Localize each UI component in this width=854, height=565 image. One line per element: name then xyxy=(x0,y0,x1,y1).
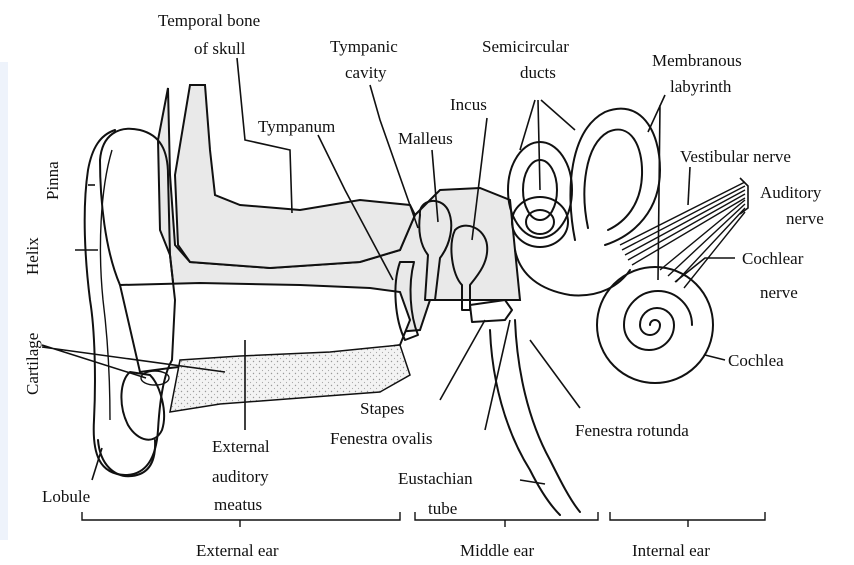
label-fenestra-rotunda: Fenestra rotunda xyxy=(575,421,689,440)
cochlea-outer xyxy=(597,267,713,383)
bone-upper-strip xyxy=(175,85,415,268)
label-membranous-labyrinth-1: Membranous xyxy=(652,51,742,70)
internal-ear-brace xyxy=(610,512,765,527)
label-cartilage: Cartilage xyxy=(23,333,42,395)
label-auditory-nerve-2: nerve xyxy=(786,209,824,228)
region-middle-ear: Middle ear xyxy=(460,541,534,560)
semicircular-duct-2 xyxy=(512,197,568,247)
label-eustachian-tube-1: Eustachian xyxy=(398,469,473,488)
label-temporal-bone-1: Temporal bone xyxy=(158,11,260,30)
label-cochlear-nerve-1: Cochlear xyxy=(742,249,804,268)
label-external-auditory-meatus-3: meatus xyxy=(214,495,262,514)
label-tympanum: Tympanum xyxy=(258,117,335,136)
label-external-auditory-meatus-2: auditory xyxy=(212,467,269,486)
label-tympanic-cavity-2: cavity xyxy=(345,63,387,82)
label-incus: Incus xyxy=(450,95,487,114)
region-internal-ear: Internal ear xyxy=(632,541,710,560)
label-tympanic-cavity-1: Tympanic xyxy=(330,37,398,56)
eustachian-tube-inner xyxy=(515,320,580,512)
label-lobule: Lobule xyxy=(42,487,90,506)
pinna-inner-fold xyxy=(100,150,112,420)
label-eustachian-tube-2: tube xyxy=(428,499,457,518)
label-cochlear-nerve-2: nerve xyxy=(760,283,798,302)
label-auditory-nerve-1: Auditory xyxy=(760,183,822,202)
side-panel xyxy=(0,62,8,540)
lobule-shape xyxy=(98,440,155,476)
external-ear-brace xyxy=(82,512,400,527)
cochlea-spiral xyxy=(624,291,692,350)
label-vestibular-nerve: Vestibular nerve xyxy=(680,147,791,166)
label-membranous-labyrinth-2: labyrinth xyxy=(670,77,732,96)
eustachian-tube xyxy=(490,330,560,515)
label-semicircular-ducts-2: ducts xyxy=(520,63,556,82)
label-semicircular-ducts-1: Semicircular xyxy=(482,37,569,56)
label-helix: Helix xyxy=(23,237,42,275)
label-pinna: Pinna xyxy=(43,161,62,200)
label-external-auditory-meatus-1: External xyxy=(212,437,270,456)
vestibule xyxy=(515,250,630,295)
label-cochlea: Cochlea xyxy=(728,351,784,370)
stapes-shape xyxy=(470,300,512,322)
semicircular-duct-2-inner xyxy=(526,210,554,234)
semicircular-duct-3-inner xyxy=(584,130,642,230)
label-malleus: Malleus xyxy=(398,129,453,148)
label-fenestra-ovalis: Fenestra ovalis xyxy=(330,429,432,448)
region-external-ear: External ear xyxy=(196,541,279,560)
label-temporal-bone-2: of skull xyxy=(194,39,246,58)
label-stapes: Stapes xyxy=(360,399,404,418)
